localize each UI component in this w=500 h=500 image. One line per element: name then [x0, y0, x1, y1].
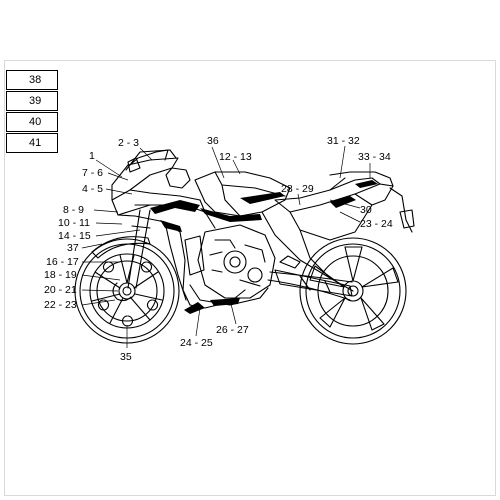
- callout-10-11: 10 - 11: [58, 217, 90, 229]
- diagram-frame: [4, 60, 496, 496]
- callout-36: 36: [207, 135, 219, 147]
- callout-35: 35: [120, 351, 132, 363]
- callout-28-29: 28 - 29: [281, 183, 314, 195]
- callout-26-27: 26 - 27: [216, 324, 249, 336]
- callout-37: 37: [67, 242, 79, 254]
- callout-33-34: 33 - 34: [358, 151, 391, 163]
- callout-1: 1: [89, 150, 95, 162]
- rear-wheel: [299, 237, 407, 345]
- callout-23-24: 23 - 24: [360, 218, 393, 230]
- callout-22-23: 22 - 23: [44, 299, 77, 311]
- callout-12-13: 12 - 13: [219, 151, 252, 163]
- callout-14-15: 14 - 15: [58, 230, 91, 242]
- legend-box-2: 39: [6, 91, 58, 111]
- callout-31-32: 31 - 32: [327, 135, 360, 147]
- callout-4-5: 4 - 5: [82, 183, 104, 195]
- callout-30: 30: [360, 204, 372, 216]
- legend-box-3: 40: [6, 112, 58, 132]
- callout-24-25: 24 - 25: [180, 337, 213, 349]
- legend-box-1: 38: [6, 70, 58, 90]
- legend-box-4: 41: [6, 133, 58, 153]
- callout-8-9: 8 - 9: [63, 204, 85, 216]
- callout-18-19: 18 - 19: [44, 269, 77, 281]
- callout-7-6: 7 - 6: [82, 167, 104, 179]
- callout-20-21: 20 - 21: [44, 284, 77, 296]
- callout-2-3: 2 - 3: [118, 137, 140, 149]
- callout-16-17: 16 - 17: [46, 256, 79, 268]
